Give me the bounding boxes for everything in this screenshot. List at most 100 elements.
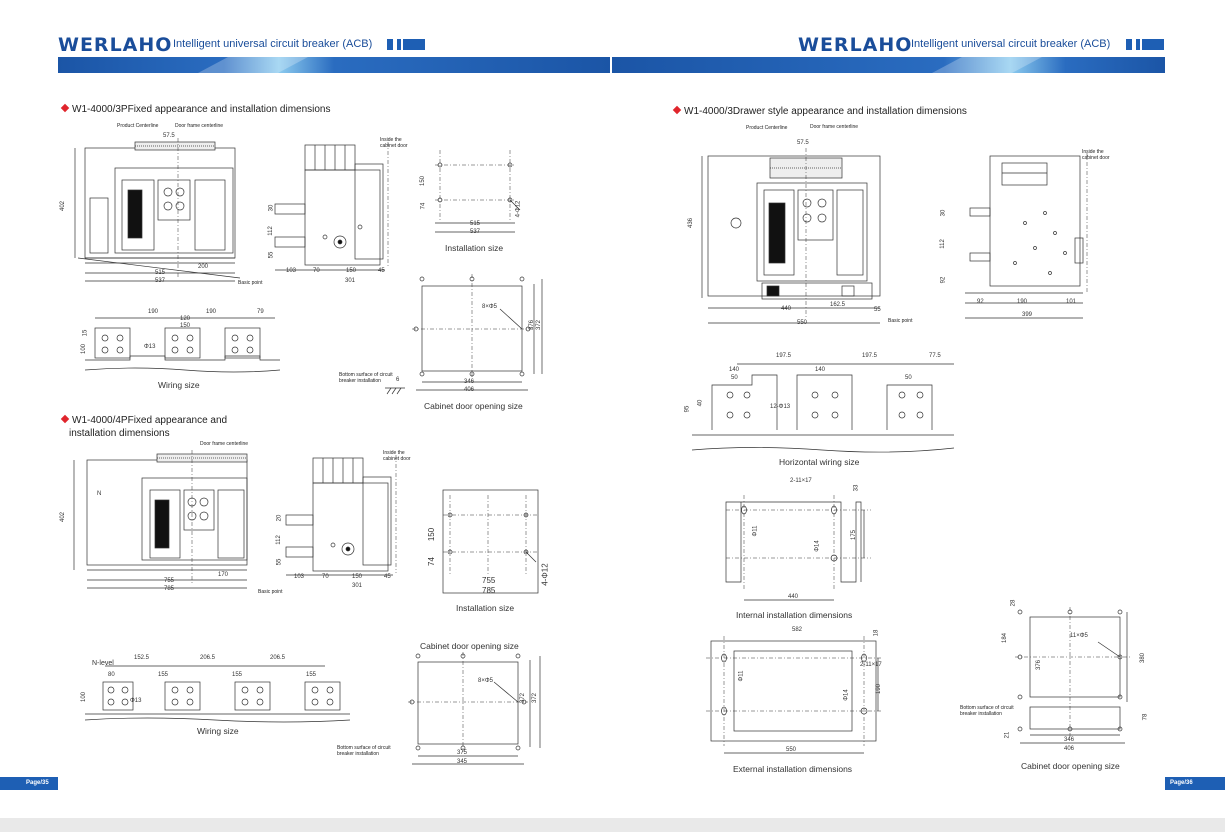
install-dim-150: 150: [420, 175, 427, 187]
front-view-4p: [73, 450, 248, 589]
wiring-dim-120: 120: [180, 316, 191, 322]
external-phi-11: Φ11: [738, 670, 745, 682]
brand-logo-right: WERLAHO: [798, 34, 913, 56]
drawer-side-dim-101: 101: [1066, 299, 1077, 305]
diamond-bullet-icon: [60, 414, 70, 424]
install-dim-74: 74: [420, 202, 427, 210]
cabinet-drawer-dim-406: 406: [1064, 746, 1075, 752]
wiring-4p-dim-80: 80: [108, 672, 115, 678]
caption-wiring-size-4p: Wiring size: [197, 726, 239, 736]
wiring-dim-190b: 190: [206, 309, 217, 315]
install-drawing-4p: [442, 489, 539, 594]
side-view-drawer: [965, 153, 1088, 319]
section-title-4p-line2: installation dimensions: [69, 428, 170, 439]
side-view-3p: [274, 142, 389, 271]
diamond-bullet-icon: [672, 105, 682, 115]
dim-755: 755: [164, 578, 175, 584]
dim-112: 112: [267, 226, 274, 236]
internal-install-drawing: [725, 495, 871, 601]
wiring-4p-dim-100: 100: [81, 691, 88, 703]
cabinet-dim-6: 6: [396, 377, 400, 383]
hwiring-hole: 12-Φ13: [770, 404, 791, 410]
section-title-3p: W1-4000/3PFixed appearance and installat…: [60, 103, 331, 115]
install-hole-spec: 4-Φ12: [515, 200, 522, 218]
caption-installation-size-3p: Installation size: [445, 243, 504, 253]
caption-horizontal-wiring: Horizontal wiring size: [779, 457, 860, 467]
drawer-side-dim-92: 92: [940, 276, 947, 284]
wiring-4p-dim-155a: 155: [158, 672, 169, 678]
cabinet-4p-dim-375: 375: [457, 750, 468, 756]
dim-70-4p: 70: [322, 574, 329, 580]
wiring-dim-15: 15: [82, 329, 89, 337]
wiring-dim-150: 150: [180, 323, 191, 329]
label-n-level: N-level: [92, 660, 114, 667]
caption-cabinet-door-drawer: Cabinet door opening size: [1021, 761, 1120, 771]
page-number-right: Page/36: [1165, 777, 1225, 790]
caption-cabinet-door-3p: Cabinet door opening size: [424, 401, 523, 411]
hwiring-dim-197-5a: 197.5: [776, 353, 792, 359]
label-basic-point-drawer: Basic point: [888, 318, 913, 324]
cabinet-hole: 8×Φ5: [482, 304, 497, 310]
hwiring-dim-140b: 140: [815, 367, 826, 373]
wiring-drawing-3p: [84, 317, 281, 373]
hwiring-dim-140a: 140: [729, 367, 740, 373]
dim-537: 537: [155, 278, 166, 284]
label-basic-point-4p: Basic point: [258, 589, 283, 595]
header-subtitle-left: Intelligent universal circuit breaker (A…: [173, 38, 373, 50]
cabinet-drawer-dim-28: 28: [1010, 599, 1017, 607]
cabinet-4p-dim-372b: 372: [532, 692, 539, 704]
drawer-dim-55: 55: [874, 307, 881, 313]
drawer-dim-436: 436: [688, 217, 695, 229]
wiring-4p-dim-206-5a: 206.5: [200, 655, 216, 661]
wiring-4p-hole: Φ13: [130, 698, 142, 704]
drawer-side-dim-92b: 92: [977, 299, 984, 305]
cabinet-4p-dim-345: 345: [457, 759, 468, 765]
wiring-dim-79: 79: [257, 309, 264, 315]
label-n-pole: N: [97, 491, 102, 497]
hwiring-dim-50b: 50: [905, 375, 912, 381]
install-4p-dim-755: 755: [482, 576, 496, 585]
drawer-side-dim-399: 399: [1022, 312, 1033, 318]
label-door-frame-centerline-drawer: Door frame centerline: [810, 124, 859, 130]
caption-installation-size-4p: Installation size: [456, 603, 515, 613]
caption-internal-install: Internal installation dimensions: [736, 610, 853, 620]
label-product-centerline-drawer: Product Centerline: [746, 125, 788, 131]
dim-170: 170: [218, 572, 229, 578]
dim-150-4p: 150: [352, 574, 363, 580]
cabinet-4p-dim-372a: 372: [520, 692, 527, 704]
dim-55-4p: 55: [276, 558, 283, 566]
cabinet-drawing-4p: [408, 652, 541, 765]
cabinet-drawer-dim-21: 21: [1004, 731, 1011, 739]
dim-200: 200: [198, 264, 209, 270]
install-dim-515: 515: [470, 221, 481, 227]
header-banner-left: [58, 57, 610, 73]
internal-dim-440: 440: [788, 594, 799, 600]
drawer-side-dim-112: 112: [939, 239, 946, 249]
cabinet-drawer-dim-346: 346: [1064, 737, 1075, 743]
cabinet-dim-376: 376: [529, 319, 536, 331]
cabinet-drawer-bottom-note: Bottom surface of circuit breaker instal…: [960, 705, 1014, 717]
wiring-4p-dim-206-5b: 206.5: [270, 655, 286, 661]
dim-112-4p: 112: [275, 535, 282, 545]
dim-20-4p: 20: [276, 514, 283, 522]
hwiring-dim-77-5: 77.5: [929, 353, 941, 359]
hwiring-dim-50a: 50: [731, 375, 738, 381]
dim-301-4p: 301: [352, 583, 363, 589]
drawer-dim-440: 440: [781, 306, 792, 312]
dim-70: 70: [313, 268, 320, 274]
hwiring-drawing: [691, 363, 955, 453]
header-banner-right: [612, 57, 1165, 73]
label-inside-cabinet-door-4p: Inside the cabinet door: [383, 450, 411, 462]
cabinet-drawing-drawer: [1015, 607, 1130, 744]
external-phi-14: Φ14: [843, 689, 850, 701]
dim-785: 785: [164, 586, 175, 592]
external-dim-550: 550: [786, 747, 797, 753]
section-title-4p: W1-4000/4PFixed appearance and: [60, 414, 227, 426]
header-subtitle-right: Intelligent universal circuit breaker (A…: [911, 38, 1111, 50]
dim-30: 30: [268, 204, 275, 212]
cabinet-bottom-note: Bottom surface of circuit breaker instal…: [339, 372, 393, 384]
label-product-centerline: Product Centerline: [117, 123, 159, 129]
dim-402-4p: 402: [60, 511, 67, 523]
wiring-dim-100: 100: [81, 343, 88, 355]
drawer-dim-162-5: 162.5: [830, 302, 846, 308]
